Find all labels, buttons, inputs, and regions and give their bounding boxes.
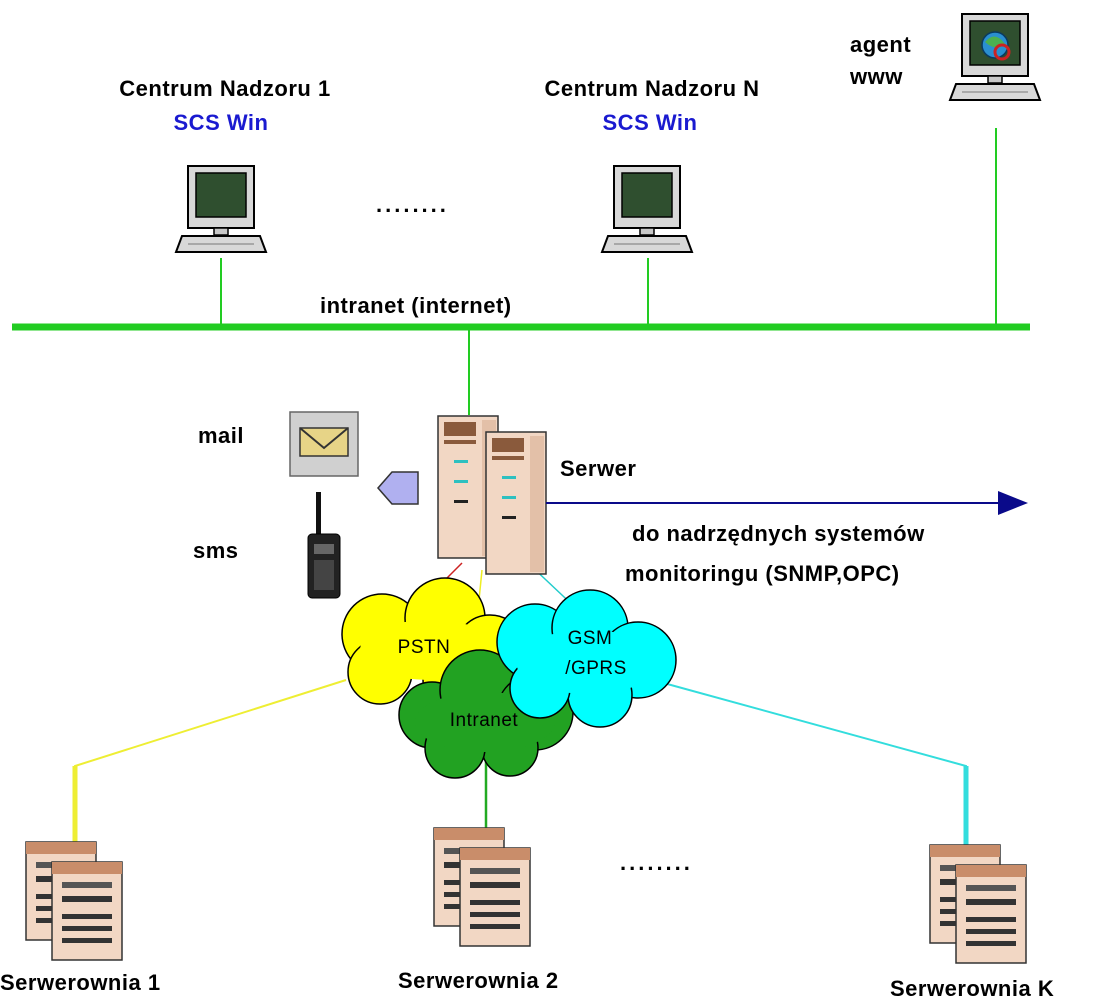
sms-label: sms [193, 538, 239, 563]
gsm-cloud [496, 589, 677, 728]
centrumN-pc-icon [601, 165, 693, 253]
gsm-label-1: GSM [567, 628, 613, 649]
rooms-ellipsis: ........ [620, 850, 693, 875]
mail-label: mail [198, 423, 245, 448]
alert-arrow-icon [377, 471, 419, 505]
centrum1-title: Centrum Nadzoru 1 [119, 76, 331, 101]
agent-label: agent [850, 32, 912, 57]
upstream-label-2: monitoringu (SNMP,OPC) [625, 561, 900, 586]
serwerownia2-label: Serwerownia 2 [398, 968, 559, 993]
gsm-label-2: /GPRS [565, 658, 627, 679]
intranet-cloud-label: Intranet [449, 710, 519, 731]
pstn-label: PSTN [397, 637, 451, 658]
upstream-label-1: do nadrzędnych systemów [632, 521, 925, 546]
serwerownia1-icon [26, 842, 122, 960]
centrumN-title: Centrum Nadzoru N [544, 76, 760, 101]
serwerownia1-label: Serwerownia 1 [0, 970, 161, 995]
centrum1-pc-icon [175, 165, 267, 253]
phone-icon [307, 492, 341, 599]
centrum1-app: SCS Win [173, 110, 269, 135]
intranet-label: intranet (internet) [320, 293, 512, 318]
agent-www-label: www [850, 64, 903, 89]
serwerownia2-icon [434, 828, 530, 946]
centrumN-app: SCS Win [602, 110, 698, 135]
server-label: Serwer [560, 456, 637, 481]
workstations-ellipsis: ........ [376, 192, 449, 217]
serwerowniaK-label: Serwerownia K [890, 976, 1055, 1001]
serwerowniaK-icon [930, 845, 1026, 963]
